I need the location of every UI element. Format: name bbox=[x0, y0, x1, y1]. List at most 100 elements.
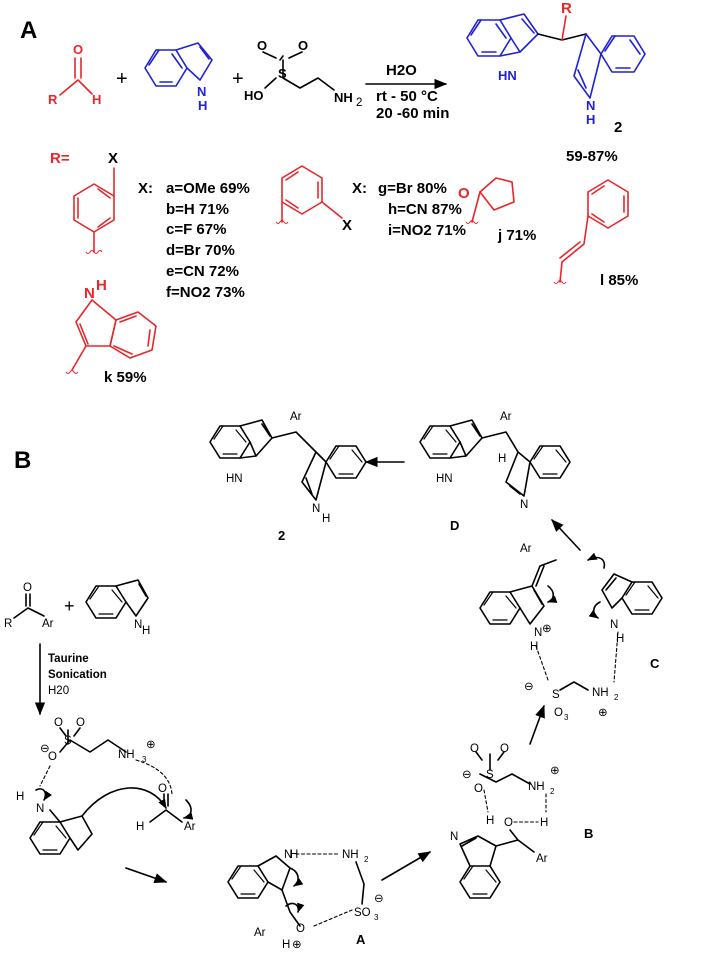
taurine-oxygen-left: O bbox=[257, 38, 267, 53]
c-o3: O bbox=[554, 707, 563, 719]
entry-k: k 59% bbox=[104, 369, 147, 386]
a-nh2: NH bbox=[342, 849, 359, 861]
act-minus: ⊖ bbox=[40, 743, 50, 755]
panel-b-label: B bbox=[14, 447, 31, 474]
taurine-hydroxy: HO bbox=[244, 88, 264, 103]
final-nh: H bbox=[322, 513, 330, 525]
ortho-x-label: X bbox=[342, 217, 352, 234]
mech-carbonyl-r: R bbox=[4, 618, 12, 630]
b-o: O bbox=[504, 817, 513, 829]
product-number: 2 bbox=[614, 119, 622, 136]
para-entry-c: c=F 67% bbox=[166, 221, 226, 238]
intermediate-d bbox=[419, 419, 571, 497]
act-nh3-sub: 3 bbox=[142, 755, 147, 764]
mech-plus: + bbox=[64, 596, 75, 616]
ortho-series-x-header: X: bbox=[352, 180, 367, 197]
label-a: A bbox=[356, 932, 366, 947]
mech-carbonyl-ar: Ar bbox=[42, 618, 54, 630]
para-phenyl-structure bbox=[73, 167, 115, 255]
arrow-b-to-c bbox=[529, 704, 545, 745]
act-n: N bbox=[36, 803, 44, 815]
ortho-entry-i: i=NO2 71% bbox=[388, 222, 466, 239]
a-so3: SO bbox=[354, 907, 371, 919]
a-h-plus: H bbox=[282, 939, 290, 951]
indolyl-k-structure bbox=[65, 299, 157, 375]
condition-time: 20 -60 min bbox=[376, 105, 449, 122]
product-hn: HN bbox=[498, 68, 517, 83]
act-nh3: NH bbox=[118, 749, 135, 761]
mech-carbonyl bbox=[13, 593, 45, 619]
product-r-group: R bbox=[561, 0, 572, 17]
b-ar: Ar bbox=[536, 853, 548, 865]
aldehyde-r-group: R bbox=[48, 92, 58, 107]
c-plus-amine: ⊕ bbox=[598, 707, 608, 719]
para-entry-d: d=Br 70% bbox=[166, 242, 235, 259]
taurine-amine-subscript: 2 bbox=[356, 97, 362, 109]
plus-sign-2: + bbox=[232, 68, 244, 90]
product-yield-range: 59-87% bbox=[566, 148, 618, 165]
b-o-neg: O bbox=[474, 783, 483, 795]
arrow-c-to-d bbox=[551, 519, 581, 551]
d-n: N bbox=[520, 499, 528, 511]
para-entry-e: e=CN 72% bbox=[166, 263, 239, 280]
final-ar: Ar bbox=[290, 411, 302, 423]
thf-structure bbox=[465, 177, 515, 225]
condition-temperature: rt - 50 °C bbox=[376, 88, 438, 105]
c-h-left: H bbox=[530, 641, 538, 653]
act-o-left: O bbox=[54, 717, 63, 729]
intermediate-c bbox=[479, 552, 663, 691]
aldehyde-oxygen: O bbox=[73, 42, 83, 57]
aldehyde-structure bbox=[59, 57, 93, 96]
taurine-structure bbox=[262, 51, 335, 91]
c-nh2: NH bbox=[592, 687, 609, 699]
ortho-phenyl-structure bbox=[275, 165, 343, 225]
final-hn: HN bbox=[226, 473, 243, 485]
act-o-right: O bbox=[76, 717, 85, 729]
product-n: N bbox=[586, 98, 595, 113]
c-minus: ⊖ bbox=[524, 681, 534, 693]
c-n-right: N bbox=[610, 619, 618, 631]
r-definition-label: R= bbox=[50, 150, 70, 167]
panel-a-label: A bbox=[20, 17, 37, 44]
thf-oxygen: O bbox=[458, 185, 470, 202]
taurine-sulfur: S bbox=[278, 66, 287, 81]
a-ar: Ar bbox=[254, 927, 266, 939]
a-plus: ⊕ bbox=[292, 939, 302, 951]
indole-structure bbox=[144, 42, 213, 87]
act-h-carbonyl: H bbox=[136, 821, 144, 833]
ortho-entry-g: g=Br 80% bbox=[378, 180, 447, 197]
intermediate-a bbox=[227, 853, 365, 927]
condition-taurine: Taurine bbox=[48, 653, 89, 665]
indolyl-nh: H bbox=[96, 277, 107, 294]
c-ar: Ar bbox=[520, 543, 532, 555]
act-s: S bbox=[64, 735, 72, 747]
mechanism-final-product bbox=[209, 419, 367, 501]
b-o-right: O bbox=[500, 743, 509, 755]
act-plus: ⊕ bbox=[146, 739, 156, 751]
product-nh: H bbox=[586, 112, 595, 127]
c-n: N bbox=[534, 627, 542, 639]
para-x-label: X bbox=[108, 150, 118, 167]
c-nh2-sub: 2 bbox=[614, 693, 619, 702]
arrow-a-to-b bbox=[381, 851, 432, 881]
para-entry-b: b=H 71% bbox=[166, 201, 229, 218]
a-so3-sub: 3 bbox=[374, 913, 379, 922]
act-o-carbonyl: O bbox=[158, 783, 167, 795]
entry-l: l 85% bbox=[600, 272, 638, 289]
label-b: B bbox=[584, 826, 593, 841]
indole-nh: H bbox=[198, 98, 207, 113]
b-n: N bbox=[450, 831, 458, 843]
intermediate-b bbox=[459, 751, 547, 899]
condition-solvent: H2O bbox=[386, 62, 417, 79]
label-d: D bbox=[450, 518, 459, 533]
c-o3-sub: 3 bbox=[564, 713, 569, 722]
d-h: H bbox=[498, 453, 506, 465]
para-entry-f: f=NO2 73% bbox=[166, 284, 245, 301]
b-nh2: NH bbox=[528, 781, 545, 793]
b-h-left: H bbox=[486, 815, 494, 827]
mech-carbonyl-o: O bbox=[23, 582, 32, 594]
indolyl-n: N bbox=[84, 285, 95, 302]
a-nh2-sub: 2 bbox=[364, 855, 369, 864]
d-hn: HN bbox=[436, 473, 453, 485]
indole-n: N bbox=[197, 84, 206, 99]
